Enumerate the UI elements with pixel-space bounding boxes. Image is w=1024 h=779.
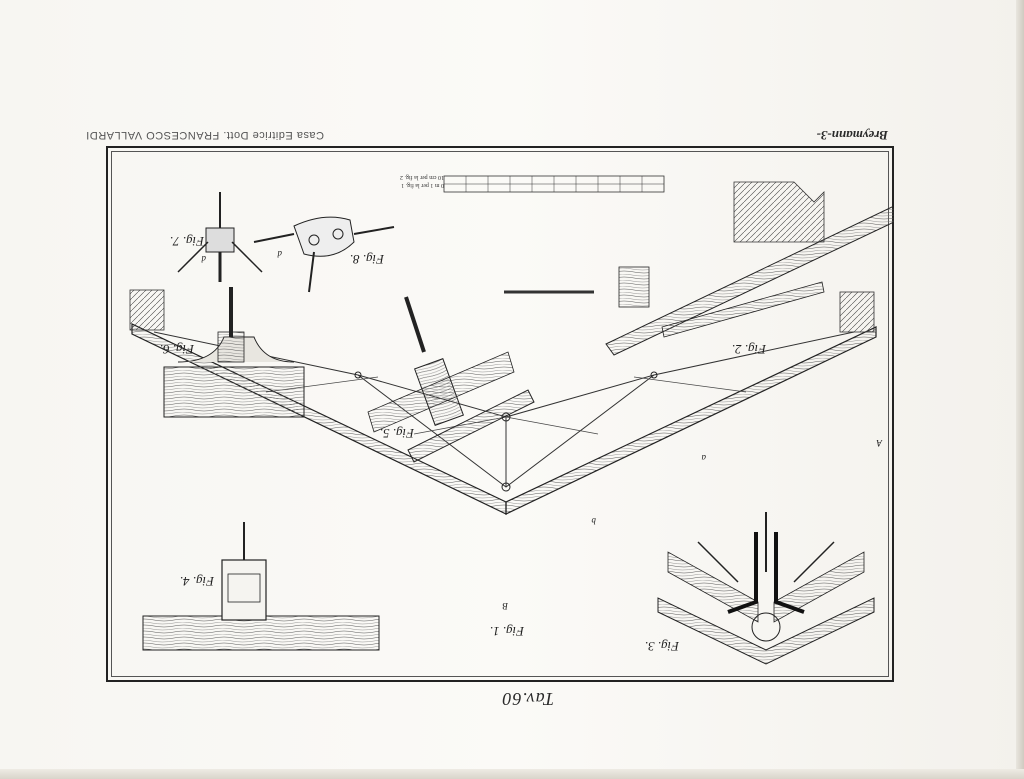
scale-bar	[443, 175, 665, 193]
point-label-b: b	[591, 516, 597, 526]
point-label-d2: d	[201, 254, 207, 264]
point-label-a: a	[701, 453, 707, 463]
page-edge-bottom	[0, 769, 1024, 779]
fig3-apex-joint	[657, 512, 875, 665]
engraving-figures	[129, 175, 894, 665]
fig7-label: Fig. 7.	[169, 234, 204, 249]
scale-label-1: 0 m 1 per la fig. 1	[401, 182, 444, 188]
fig1-label: Fig. 1.	[489, 624, 524, 639]
plate-number: Tav.60	[501, 689, 554, 709]
fig8-link-plate	[253, 216, 395, 293]
scale-label-2: 10 cm per la fig. 2	[400, 174, 444, 180]
fig6-label: Fig. 6.	[159, 342, 194, 357]
page-edge-right	[1016, 0, 1024, 779]
point-label-B: B	[502, 601, 509, 611]
fig5-label: Fig. 5.	[379, 426, 414, 441]
fig3-label: Fig. 3.	[644, 639, 679, 654]
fig7-hub	[177, 192, 263, 282]
fig6-cast-shoe	[163, 287, 305, 418]
point-label-d1: d	[277, 249, 283, 259]
author-reference: Breymann-3-	[816, 128, 889, 143]
fig5-wedge-joint	[367, 296, 535, 463]
fig4-label: Fig. 4.	[179, 574, 214, 589]
fig4-post-detail	[142, 522, 380, 651]
point-label-A: A	[876, 438, 883, 448]
fig8-label: Fig. 8.	[349, 252, 384, 267]
fig2-label: Fig. 2.	[731, 342, 766, 357]
publisher-line: Casa Editrice Dott. FRANCESCO VALLARDI	[85, 129, 324, 141]
fig2-rafter-detail	[504, 181, 894, 356]
